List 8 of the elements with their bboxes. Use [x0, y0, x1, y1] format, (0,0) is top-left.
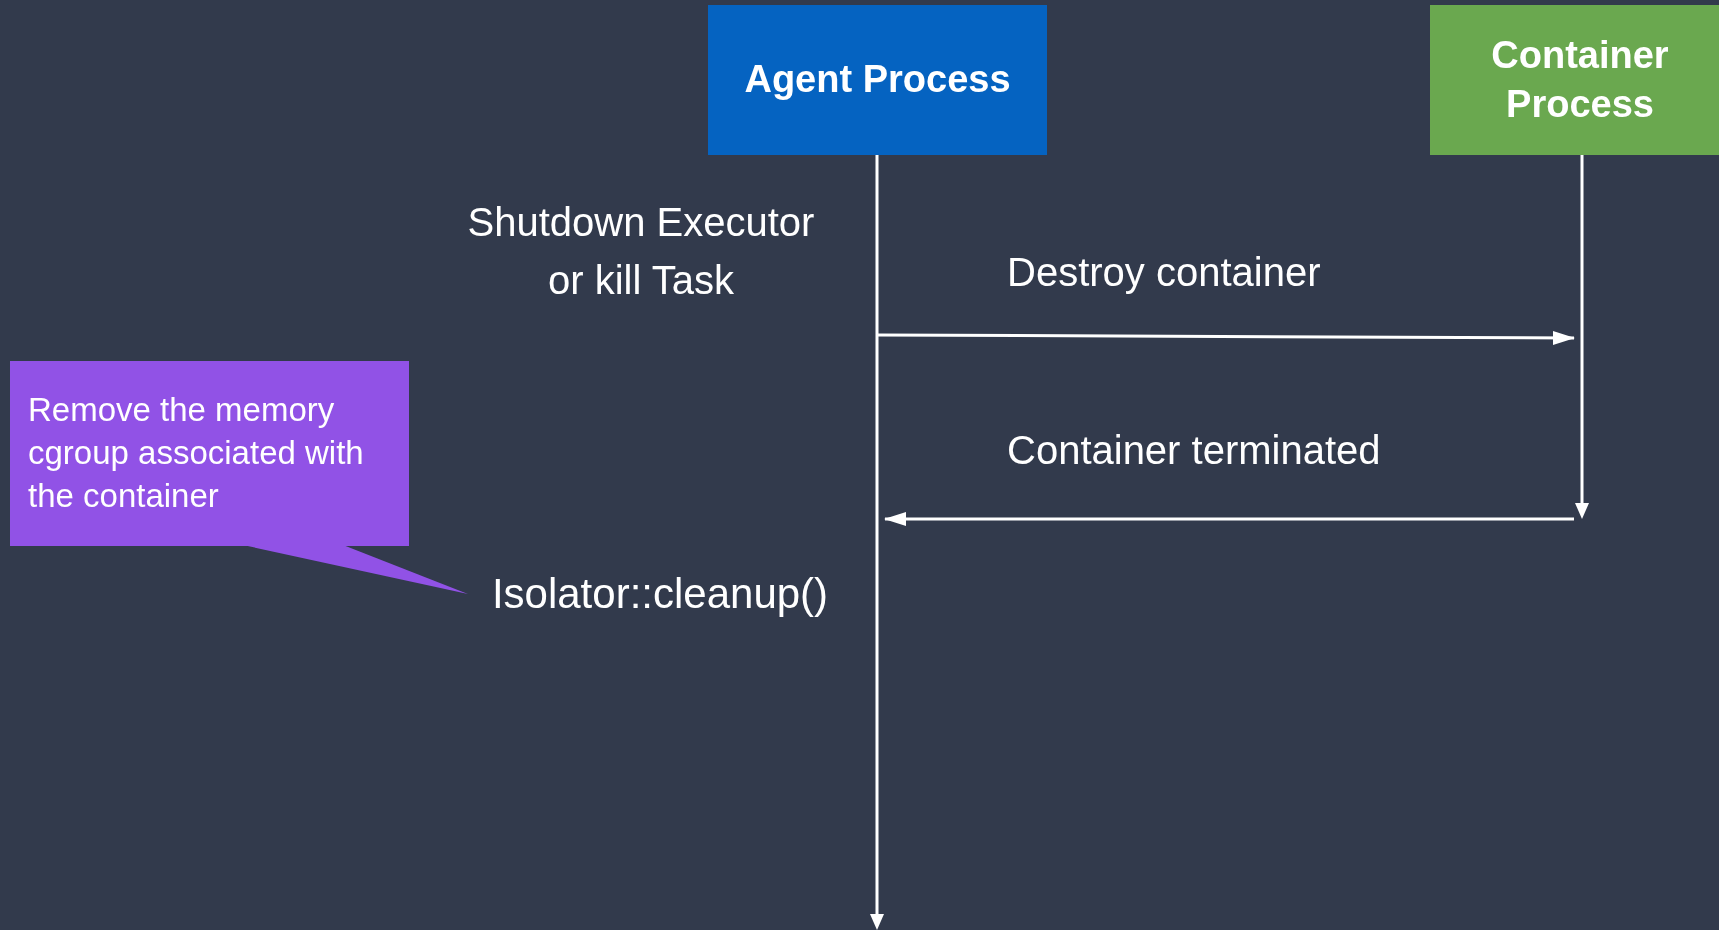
- lifeline-arrow: [1574, 155, 1590, 519]
- message-arrow: [877, 330, 1575, 345]
- participant-box: Agent Process: [708, 5, 1047, 155]
- lifeline-arrow: [869, 155, 885, 930]
- event-label: Shutdown Executor or kill Task: [466, 199, 816, 304]
- message-arrow: [884, 512, 1574, 526]
- function-label: Isolator::cleanup(): [491, 568, 829, 619]
- participant-box: Container Process: [1430, 5, 1719, 155]
